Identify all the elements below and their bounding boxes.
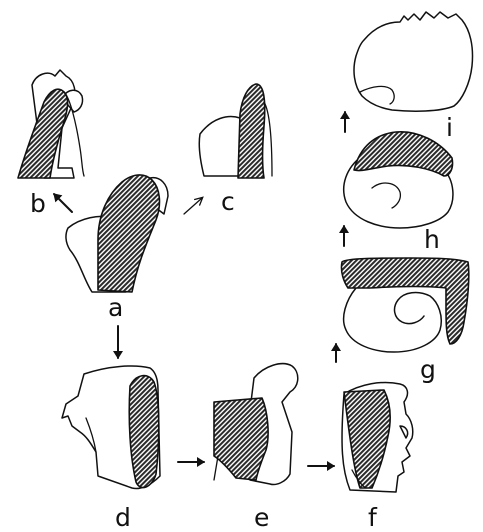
label-e: e xyxy=(254,503,269,532)
stage-g-drawing xyxy=(341,258,468,352)
arrow-a-to-b xyxy=(54,194,72,212)
stage-d-drawing xyxy=(62,366,160,489)
stage-a-drawing xyxy=(66,175,168,292)
label-d: d xyxy=(115,503,131,532)
stage-e-drawing xyxy=(214,364,298,485)
label-c: c xyxy=(221,187,235,216)
label-i: i xyxy=(446,113,453,142)
label-f: f xyxy=(368,503,378,532)
stage-b-drawing xyxy=(18,70,84,178)
label-h: h xyxy=(424,225,440,254)
arrow-a-to-c xyxy=(184,198,202,214)
label-a: a xyxy=(108,293,123,322)
label-g: g xyxy=(420,355,436,384)
stage-h-drawing xyxy=(344,132,453,228)
stage-i-drawing xyxy=(354,12,473,111)
label-b: b xyxy=(30,189,46,218)
stage-f-drawing xyxy=(342,382,413,492)
stage-c-drawing xyxy=(199,84,272,178)
